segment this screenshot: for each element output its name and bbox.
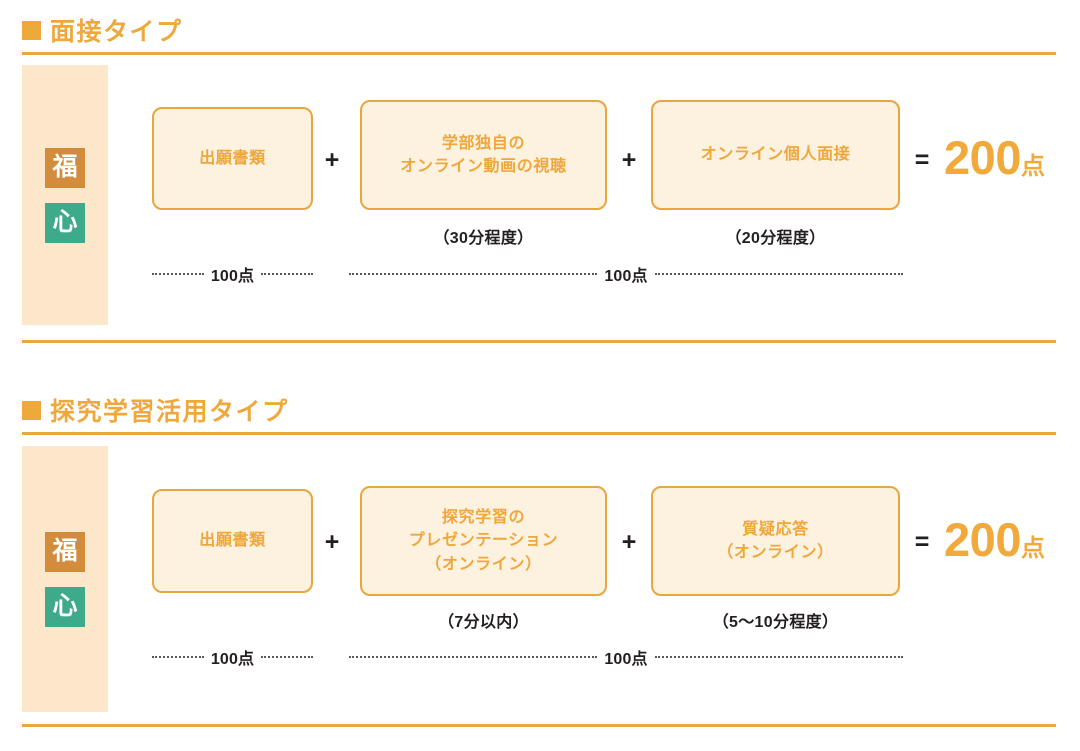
section-heading-inquiry: 探究学習活用タイプ <box>22 392 289 428</box>
score-dotted-line-left <box>152 655 204 659</box>
score-span-2-value: 100点 <box>604 268 648 285</box>
flow-step-box-2: 学部独自の オンライン動画の視聴 <box>360 100 607 210</box>
faculty-badge-sidebar-inquiry: 福 心 <box>22 446 108 712</box>
flow-step-box-1: 出願書類 <box>152 489 313 593</box>
score-dotted-line-right <box>654 272 903 276</box>
flow-diagram-interview: 出願書類 + 学部独自の オンライン動画の視聴 （30分程度） + オンライン個… <box>0 0 1080 300</box>
score-dotted-line-left <box>349 272 598 276</box>
score-dotted-line-left <box>152 272 204 276</box>
score-dotted-line-right <box>261 272 313 276</box>
flow-step-2-line-1: 学部独自の <box>441 134 526 152</box>
flow-step-3-line-1: 質疑応答 <box>742 520 809 538</box>
flow-step-2-line-2: オンライン動画の視聴 <box>400 158 567 175</box>
score-span-1: 100点 <box>152 262 313 286</box>
operator-plus-2: + <box>621 528 637 556</box>
flow-diagram-inquiry: 出願書類 + 探究学習の プレゼンテーション （オンライン） （7分以内） + … <box>152 486 1045 669</box>
flow-step-3-line-2: （オンライン） <box>717 544 834 561</box>
operator-plus-1: + <box>324 528 340 556</box>
section-heading-interview: 面接タイプ <box>22 12 183 48</box>
filled-square-icon <box>22 400 41 420</box>
score-span-1: 100点 <box>152 645 313 669</box>
faculty-badge-fuku-label: 福 <box>52 153 78 181</box>
faculty-badge-shin-label: 心 <box>52 208 78 236</box>
flow-step-2-caption: （30分程度） <box>433 230 534 247</box>
section-divider-rule <box>22 432 1056 435</box>
operator-equals: = <box>914 528 930 556</box>
total-score-unit: 点 <box>1021 535 1046 562</box>
flow-step-2-caption: （7分以内） <box>438 614 529 631</box>
operator-plus-1: + <box>324 146 340 174</box>
flow-step-box-3: 質疑応答 （オンライン） <box>651 486 900 596</box>
faculty-badge-sidebar-interview: 福 心 <box>22 65 108 325</box>
section-heading-label: 面接タイプ <box>50 18 183 46</box>
section-heading-label: 探究学習活用タイプ <box>50 398 289 426</box>
faculty-badge-fuku: 福 <box>45 531 85 572</box>
operator-equals: = <box>914 146 930 174</box>
flow-step-box-2: 探究学習の プレゼンテーション （オンライン） <box>360 486 607 596</box>
flow-step-3-caption: （20分程度） <box>725 230 826 247</box>
section-bottom-rule-interview <box>22 340 1056 343</box>
flow-step-box-1: 出願書類 <box>152 107 313 210</box>
faculty-badge-shin-label: 心 <box>52 592 78 620</box>
flow-step-3-caption: （5〜10分程度） <box>712 614 839 631</box>
score-span-1-value: 100点 <box>210 268 255 285</box>
section-bottom-rule-inquiry <box>22 724 1056 727</box>
score-dotted-line-left <box>349 655 598 659</box>
faculty-badge-shin: 心 <box>45 202 85 243</box>
total-score-interview: 200点 <box>944 134 1045 181</box>
flow-step-box-3: オンライン個人面接 <box>651 100 900 210</box>
score-span-2: 100点 <box>349 645 903 669</box>
score-span-2-value: 100点 <box>604 651 648 668</box>
score-span-2: 100点 <box>349 262 903 286</box>
filled-square-icon <box>22 20 41 40</box>
faculty-badge-fuku-label: 福 <box>52 537 78 565</box>
score-dotted-line-right <box>261 655 313 659</box>
flow-step-1-line-1: 出願書類 <box>199 532 266 550</box>
total-score-number: 200 <box>944 131 1022 184</box>
total-score-number: 200 <box>944 513 1022 566</box>
faculty-badge-fuku: 福 <box>45 147 85 188</box>
flow-step-3-line-1: オンライン個人面接 <box>700 146 851 164</box>
score-span-1-value: 100点 <box>210 651 255 668</box>
faculty-badge-shin: 心 <box>45 586 85 627</box>
section-divider-rule <box>22 52 1056 55</box>
flow-step-1-line-1: 出願書類 <box>199 149 266 167</box>
flow-step-2-line-2: プレゼンテーション <box>408 532 559 550</box>
flow-step-2-line-1: 探究学習の <box>441 509 526 527</box>
operator-plus-2: + <box>621 146 637 174</box>
total-score-inquiry: 200点 <box>944 516 1045 563</box>
flow-step-2-line-3: （オンライン） <box>425 555 542 573</box>
score-dotted-line-right <box>654 655 903 659</box>
total-score-unit: 点 <box>1021 153 1046 180</box>
